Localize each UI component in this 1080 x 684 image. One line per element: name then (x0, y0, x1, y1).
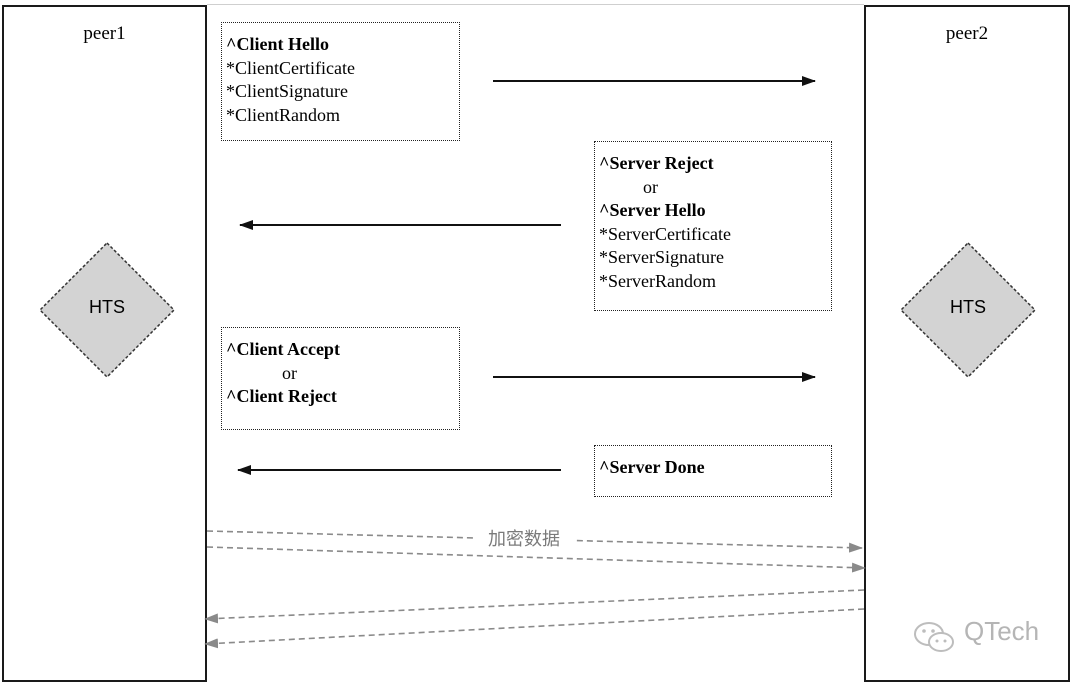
peer2-hts-label: HTS (950, 297, 986, 317)
peer1-hts-label: HTS (89, 297, 125, 317)
encrypted-arrow-3 (204, 589, 865, 624)
peer1-box: peer1 HTS (2, 5, 207, 682)
client-hello-box: ^Client Hello *ClientCertificate *Client… (221, 22, 460, 141)
peer2-title: peer2 (945, 23, 989, 44)
server-hello-item: *ServerSignature (599, 247, 724, 267)
client-hello-item: *ClientRandom (226, 104, 340, 125)
server-or-label: or (643, 176, 658, 197)
peer2-box: peer2 HTS (864, 5, 1070, 682)
watermark-text: QTech (964, 616, 1040, 646)
server-hello-item: *ServerRandom (599, 270, 716, 291)
client-reject-label: ^Client Reject (226, 386, 337, 406)
peer1-hts-node: HTS (37, 240, 177, 380)
client-or-label: or (282, 362, 297, 383)
server-hello-label: ^Server Hello (599, 200, 706, 220)
top-border-line (207, 4, 864, 5)
wechat-icon (914, 622, 954, 652)
server-done-label: ^Server Done (599, 457, 705, 477)
peer2-hts-node: HTS (898, 240, 1038, 380)
peer2-hts-diamond (899, 241, 1037, 379)
server-reply-box: ^Server Reject or ^Server Hello *ServerC… (594, 141, 832, 311)
peer1-hts-diamond (38, 241, 176, 379)
server-done-box: ^Server Done (594, 445, 832, 497)
client-hello-item: *ClientSignature (226, 81, 348, 101)
client-hello-item: *ClientCertificate (226, 57, 355, 78)
client-accept-label: ^Client Accept (226, 339, 340, 359)
server-reject-label: ^Server Reject (599, 153, 714, 173)
client-hello-title: ^Client Hello (226, 34, 329, 54)
client-reply-box: ^Client Accept or ^Client Reject (221, 327, 460, 430)
peer1-title: peer1 (83, 23, 126, 44)
encrypted-data-label: 加密数据 (474, 527, 574, 553)
server-hello-item: *ServerCertificate (599, 223, 731, 244)
